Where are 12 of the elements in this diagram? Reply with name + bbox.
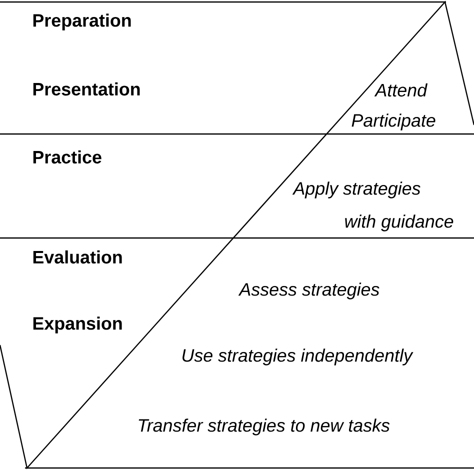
stage-label: Practice bbox=[33, 150, 102, 164]
activity-label: with guidance bbox=[345, 214, 454, 232]
stage-label: Preparation bbox=[33, 14, 131, 30]
stage-label: Presentation bbox=[33, 82, 140, 96]
activity-label: Apply strategies bbox=[292, 182, 420, 198]
activity-label: Attend bbox=[374, 83, 428, 97]
activity-label: Assess strategies bbox=[238, 282, 380, 300]
activity-label: Use strategies independently bbox=[182, 348, 414, 366]
activity-label: Participate bbox=[352, 114, 436, 130]
stage-label: Expansion bbox=[33, 316, 122, 334]
activity-label: Transfer strategies to new tasks bbox=[138, 418, 390, 436]
stage-label: Evaluation bbox=[33, 250, 122, 264]
